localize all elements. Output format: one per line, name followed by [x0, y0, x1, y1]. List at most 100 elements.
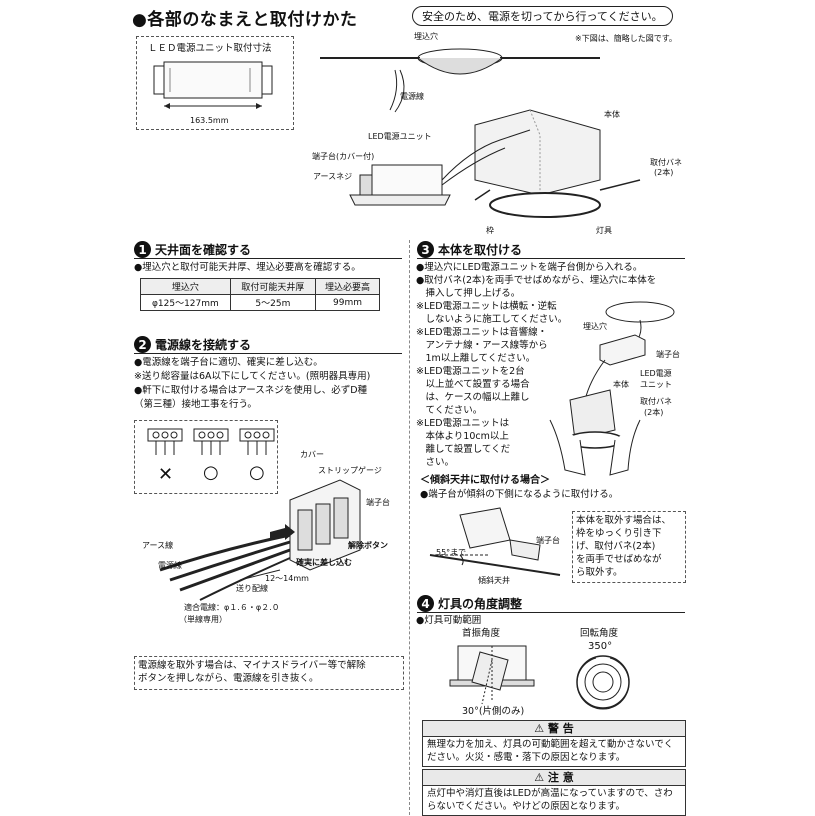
section-3-line: 離して設置してくだ	[416, 444, 511, 455]
label-unit: ユニット	[640, 380, 672, 389]
label-spring-count: (2本)	[644, 408, 664, 417]
section-3-header: 3 本体を取付ける	[417, 241, 522, 258]
label-spring: 取付バネ	[640, 397, 672, 406]
label-fixture: 灯具	[596, 226, 612, 235]
removal-line: げ、取付バネ(2本)	[576, 541, 656, 552]
step-number: 2	[134, 336, 151, 353]
rotate-label: 回転角度	[580, 628, 619, 639]
label-release-button: 解除ボタン	[348, 541, 388, 550]
section-3-line: ※LED電源ユニットを2台	[416, 366, 525, 377]
removal-note-line: ボタンを押しながら、電源線を引き抜く。	[138, 673, 319, 684]
label-embed-hole: 埋込穴	[414, 32, 438, 41]
unit-dimension-label: ＬＥＤ電源ユニット取付寸法	[148, 43, 272, 54]
install-diagram	[549, 301, 675, 476]
section-4-text: ●灯具可動範囲	[416, 615, 482, 626]
section-2-line: ●軒下に取付ける場合はアースネジを使用し、必ずD種	[134, 385, 368, 396]
overview-diagram	[320, 48, 641, 218]
section-2-line: （第三種）接地工事を行う。	[134, 399, 257, 410]
divider	[417, 258, 685, 259]
label-power-line: 電源線	[158, 561, 182, 570]
label-body: 本体	[604, 110, 620, 119]
warning-line: ださい。火災・感電・落下の原因となります。	[427, 752, 626, 763]
label-body: 本体	[613, 380, 629, 389]
column-divider	[409, 240, 410, 815]
section-3-line: 本体より10cm以上	[416, 431, 509, 442]
section-1-header: 1 天井面を確認する	[134, 241, 251, 258]
divider	[417, 612, 685, 613]
table-header: 取付可能天井厚	[229, 278, 317, 295]
label-insert: 確実に差し込む	[296, 558, 352, 567]
table-cell: φ125〜127mm	[140, 294, 231, 311]
removal-line: 枠をゆっくり引き下	[576, 528, 662, 539]
section-4-header: 4 灯具の角度調整	[417, 595, 522, 612]
warning-body: 無理な力を加え、灯具の可動範囲を超えて動かさないでく ださい。火災・感電・落下の…	[422, 736, 686, 767]
divider	[134, 353, 402, 354]
caution-line: らないでください。やけどの原因となります。	[427, 801, 625, 812]
unit-dimension-box	[136, 36, 294, 130]
unit-length: 163.5mm	[190, 116, 229, 125]
section-title: 天井面を確認する	[155, 243, 252, 257]
section-3-line: ※LED電源ユニットは	[416, 418, 510, 429]
caution-line: 点灯中や消灯直後はLEDが高温になっていますので、さわ	[427, 788, 673, 799]
table-cell: 99mm	[315, 294, 380, 311]
section-2-line: ※送り総容量は6A以下にしてください。(照明器具専用)	[134, 371, 371, 382]
label-terminal: 端子台	[366, 498, 390, 507]
step-number: 4	[417, 595, 434, 612]
rotate-diagram	[576, 655, 630, 710]
warning-line: 無理な力を加え、灯具の可動範囲を超えて動かさないでく	[427, 739, 674, 750]
section-3-line: さい。	[416, 457, 455, 468]
label-length: 12〜14mm	[265, 574, 309, 583]
table-header: 埋込穴	[140, 278, 231, 295]
label-strip-gauge: ストリップゲージ	[318, 466, 382, 475]
label-single: （単線専用）	[179, 615, 227, 624]
caution-header: ⚠ 注 意	[422, 769, 686, 786]
slope-terminal: 端子台	[536, 536, 560, 545]
section-3-line: 以上並べて設置する場合	[416, 379, 530, 390]
wiring-diagram	[159, 479, 361, 601]
section-3-line: しないように施工してください。	[416, 314, 568, 325]
ceiling-spec-table: 埋込穴 取付可能天井厚 埋込必要高 φ125〜127mm 5〜25m 99mm	[140, 278, 380, 311]
simplified-note: ※下図は、簡略した図です。	[575, 34, 677, 43]
earth-connection-box	[134, 420, 278, 494]
slope-diagram	[429, 507, 561, 576]
label-power-line: 電源線	[400, 92, 424, 101]
section-3-line: ●埋込穴にLED電源ユニットを端子台側から入れる。	[416, 262, 643, 273]
section-1-text: ●埋込穴と取付可能天井厚、埋込必要高を確認する。	[134, 262, 361, 273]
correct-mark: ○	[249, 462, 265, 483]
label-spring-count: (2本)	[654, 168, 674, 177]
slope-text: ●端子台が傾斜の下側になるように取付ける。	[420, 489, 619, 500]
slope-title: ＜傾斜天井に取付ける場合＞	[420, 475, 550, 486]
section-2-line: ●電源線を端子台に適切、確実に差し込む。	[134, 357, 323, 368]
section-2-header: 2 電源線を接続する	[134, 336, 251, 353]
slope-ceiling: 傾斜天井	[478, 576, 510, 585]
safety-notice: 安全のため、電源を切ってから行ってください。	[412, 6, 673, 26]
section-3-line: てください。	[416, 405, 483, 416]
label-cover: カバー	[300, 450, 324, 459]
label-led: LED電源	[640, 369, 672, 378]
caution-body: 点灯中や消灯直後はLEDが高温になっていますので、さわ らないでください。やけど…	[422, 785, 686, 816]
wrong-mark: ✕	[158, 464, 174, 485]
tilt-diagram	[449, 645, 535, 705]
label-earth-line: アース線	[142, 541, 174, 550]
page-title: ●各部のなまえと取付けかた	[132, 10, 358, 30]
section-3-line: 挿入して押し上げる。	[416, 288, 521, 299]
section-title: 電源線を接続する	[155, 338, 252, 352]
terminal-blocks	[147, 428, 275, 455]
divider	[134, 258, 402, 259]
section-title: 本体を取付ける	[438, 243, 523, 257]
warning-header: ⚠ 警 告	[422, 720, 686, 737]
removal-line: 本体を取外す場合は、	[576, 515, 672, 526]
label-terminal-cover: 端子台(カバー付)	[312, 152, 375, 161]
rotate-value: 350°	[588, 641, 613, 652]
label-embed-hole: 埋込穴	[583, 322, 607, 331]
table-header: 埋込必要高	[315, 278, 380, 295]
label-terminal: 端子台	[656, 350, 680, 359]
section-3-line: 1m以上離してください。	[416, 353, 536, 364]
section-3-line: は、ケースの幅以上離し	[416, 392, 530, 403]
section-3-line: アンテナ線・アース線等から	[416, 340, 548, 351]
removal-line: ら取外す。	[576, 567, 623, 578]
slope-angle: 55°まで	[436, 548, 467, 557]
step-number: 3	[417, 241, 434, 258]
label-feed: 送り配線	[236, 584, 268, 593]
step-number: 1	[134, 241, 151, 258]
